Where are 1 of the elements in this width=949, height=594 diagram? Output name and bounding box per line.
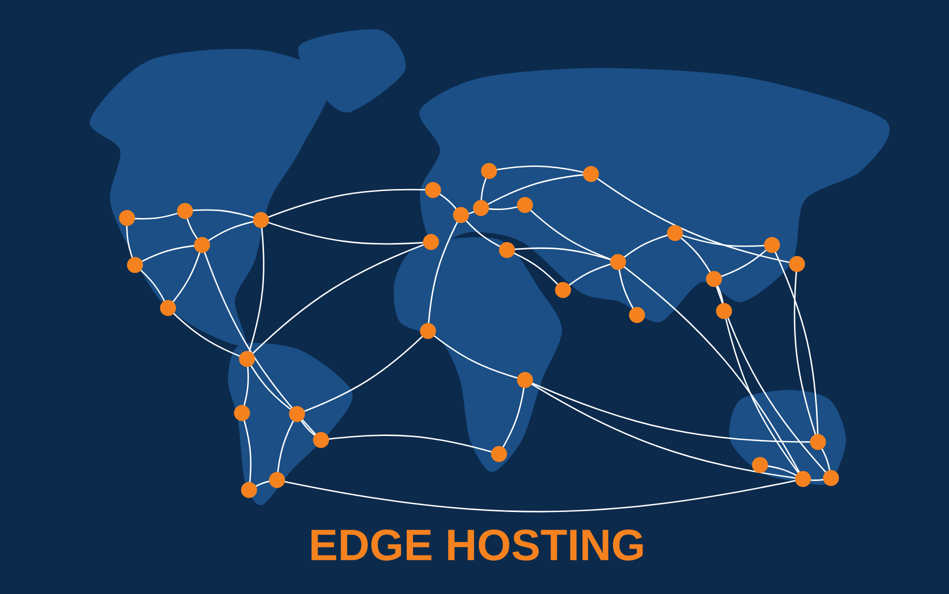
title: EDGE HOSTING <box>312 529 643 561</box>
